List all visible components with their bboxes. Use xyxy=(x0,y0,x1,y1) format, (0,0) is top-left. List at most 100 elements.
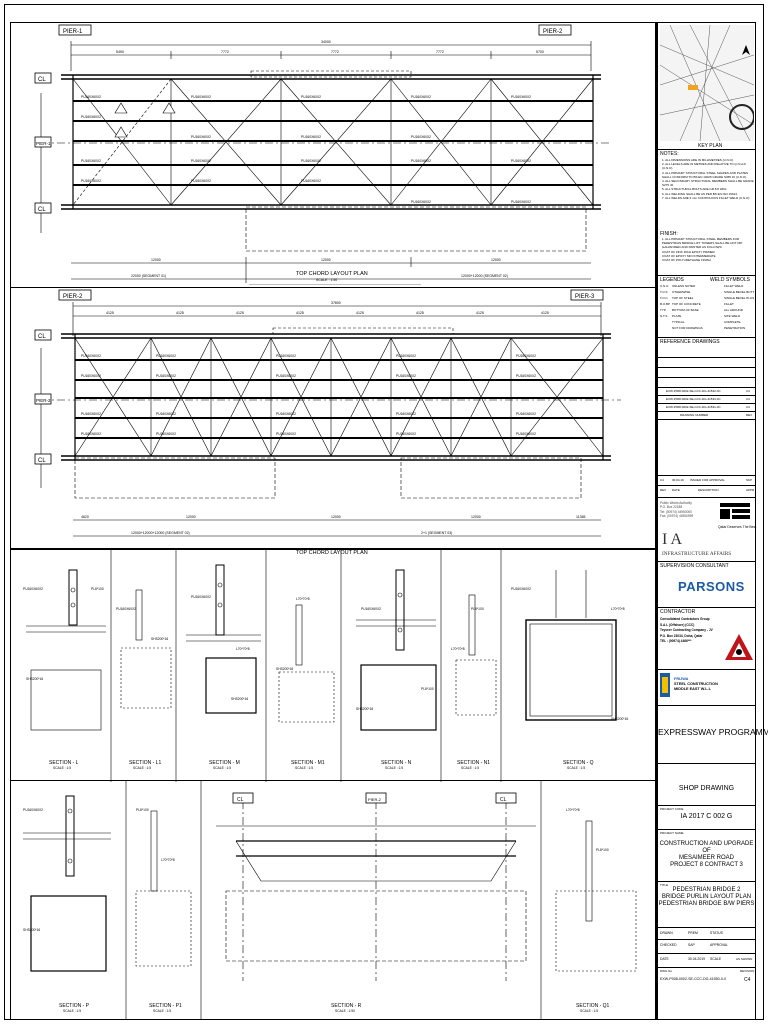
fabricator-logo-mark xyxy=(662,677,668,693)
drawing-label: PU160X60X2 xyxy=(81,115,101,119)
contractor-logo xyxy=(724,633,754,661)
bottom-dim-3: 12000 xyxy=(491,258,501,262)
drawing-label: PU160X60X2 xyxy=(301,159,321,163)
section-q1-scale: SCALE : 1:5 xyxy=(580,1009,599,1013)
dim-2: 7772 xyxy=(221,50,229,54)
key-plan-label: KEY PLAN xyxy=(698,143,723,149)
finish-heading: FINISH: xyxy=(660,231,678,237)
drawing-label: PU160X60X2 xyxy=(191,179,211,183)
section-m1-title: SECTION - M1 xyxy=(291,760,325,766)
dwg-number: EXW-P008-0002-SE-CCC-DG-41550-0-0 xyxy=(660,977,727,981)
section-q1-title: SECTION - Q1 xyxy=(576,1003,610,1009)
checked-by: SAP xyxy=(688,943,695,947)
pier-right-label: PIER-2 xyxy=(543,29,563,35)
drawing-label: PU160X60X2 xyxy=(81,412,101,416)
section-n-title: SECTION - N xyxy=(381,760,412,766)
drawing-label: PL8*100 xyxy=(471,607,484,611)
drawing-label: PIER-2 xyxy=(368,797,382,802)
drawing-label: CL xyxy=(500,797,507,803)
client-address: Public Works Authority P.O. Box 22188 Te… xyxy=(660,501,694,519)
drawing-label: 4125 xyxy=(176,311,184,315)
programme-title: EXPRESSWAY PROGRAMME xyxy=(658,727,768,737)
bottom-dim-2: 12000 xyxy=(321,258,331,262)
sections-row-1: PU160X60X2 PL8*100 SHS200*16 PU160X60X2 … xyxy=(11,549,655,782)
drawing-date: 30.04.2019 xyxy=(688,957,705,961)
axis-top-label: CL xyxy=(38,77,46,83)
project-name: CONSTRUCTION AND UPGRADE OF MESAIMEER RO… xyxy=(659,841,754,868)
reference-heading: REFERENCE DRAWINGS xyxy=(660,339,720,345)
notes-list: 1. ALL DIMENSIONS ARE IN MILLIMETRES (U.… xyxy=(662,158,754,200)
contractor-label: CONTRACTOR xyxy=(660,609,696,615)
section-n1-title: SECTION - N1 xyxy=(457,760,491,766)
section-p-scale: SCALE : 1:5 xyxy=(63,1009,82,1013)
drawing-label: PU160X60X2 xyxy=(23,808,43,812)
contractor-details: Consolidated Contractors Group S.A.L (Of… xyxy=(660,617,713,643)
section-q-scale: SCALE : 1:5 xyxy=(567,766,586,770)
top-chord-plan-2-drawing: PIER-2 PIER-3 CL PIER-2 CL 37800 4125 41… xyxy=(34,289,621,551)
drawing-label: SHS200*16 xyxy=(611,717,628,721)
drawing-label: L70*70*8 xyxy=(566,808,580,812)
infrastructure-affairs: INFRASTRUCTURE AFFAIRS xyxy=(662,551,732,557)
drawing-label: PU160X60X2 xyxy=(396,412,416,416)
drawing-label: PU160X60X2 xyxy=(511,159,531,163)
overall-dim-2: 37800 xyxy=(331,301,341,305)
drawing-label: PU160X60X2 xyxy=(81,354,101,358)
drawing-title: PEDESTRIAN BRIDGE 2 BRIDGE PURLIN LAYOUT… xyxy=(658,887,755,907)
drawing-label: PU160X60X2 xyxy=(516,374,536,378)
plan-1-scale: SCALE : 1:50 xyxy=(316,278,338,282)
drawing-label: PU160X60X2 xyxy=(516,432,536,436)
notes-heading: NOTES: xyxy=(660,151,679,157)
drawing-label: PU160X60X2 xyxy=(191,95,211,99)
axis-bot-label: CL xyxy=(38,207,46,213)
drawing-label: 2+1 (SEGMENT 03) xyxy=(421,531,452,535)
project-code: IA 2017 C 002 G xyxy=(680,813,733,820)
dim-1: 5490 xyxy=(116,50,124,54)
drawing-label: 12000 xyxy=(331,515,341,519)
key-plan-map xyxy=(659,24,755,142)
drawing-area: PIER-1 PIER-2 CL PIER-1 CL 34000 5490 77… xyxy=(10,22,656,1020)
drawing-label: PU160X60X2 xyxy=(396,354,416,358)
section-p1-title: SECTION - P1 xyxy=(149,1003,182,1009)
segment-dim-2: 12000+12000 (SEGMENT 02) xyxy=(461,274,508,278)
sections-row-2-drawing: CL PIER-2 CL PU160X60X2 SHS200*16 PL8*10… xyxy=(23,781,637,1019)
drawing-label: SHS200*16 xyxy=(276,667,293,671)
drawing-label: PU160X60X2 xyxy=(396,432,416,436)
axis-2-mid-label: PIER-2 xyxy=(36,398,51,403)
drawing-label: PU160X60X2 xyxy=(156,432,176,436)
section-l-title: SECTION - L xyxy=(49,760,79,766)
sections-row-1-drawing: PU160X60X2 PL8*100 SHS200*16 PU160X60X2 … xyxy=(23,550,628,782)
section-l1-scale: SCALE : 1:5 xyxy=(133,766,152,770)
drawing-label: PL8*100 xyxy=(91,587,104,591)
parsons-logo: PARSONS xyxy=(678,579,745,594)
drawn-by: PREM xyxy=(688,931,698,935)
drawing-label: L70*70*8 xyxy=(236,647,250,651)
drawing-label: PU160X60X2 xyxy=(511,200,531,204)
drawing-label: PL8*100 xyxy=(596,848,609,852)
drawing-label: PU160X60X2 xyxy=(156,354,176,358)
plan-2-title: TOP CHORD LAYOUT PLAN xyxy=(296,550,368,556)
drawing-label: PU160X60X2 xyxy=(516,354,536,358)
drawing-label: SHS200*16 xyxy=(231,697,248,701)
axis-2-top-label: CL xyxy=(38,334,46,340)
shop-drawing-label: SHOP DRAWING xyxy=(678,785,735,792)
drawing-label: PU160X60X2 xyxy=(301,135,321,139)
drawing-label: PU160X60X2 xyxy=(516,412,536,416)
dim-5: 5700 xyxy=(536,50,544,54)
segment-dim-1: 22000 (SEGMENT 01) xyxy=(131,274,166,278)
overall-dim: 34000 xyxy=(321,40,331,44)
drawing-label: SHS200*16 xyxy=(356,707,373,711)
drawing-label: SHS200*16 xyxy=(23,928,40,932)
axis-2-bot-label: CL xyxy=(38,458,46,464)
drawing-label: PU160X60X2 xyxy=(191,159,211,163)
section-m-scale: SCALE : 1:5 xyxy=(213,766,232,770)
drawing-label: SHS200*16 xyxy=(151,637,168,641)
axis-mid-label: PIER-1 xyxy=(36,141,51,146)
drawing-number-label: DRAWING NUMBER xyxy=(680,413,709,417)
pier-2-right-label: PIER-3 xyxy=(575,294,595,300)
drawing-label: 4125 xyxy=(236,311,244,315)
bottom-dim-1: 12000 xyxy=(151,258,161,262)
drawing-label: PU160X60X2 xyxy=(81,95,101,99)
section-r-scale: SCALE : 1:50 xyxy=(335,1009,355,1013)
